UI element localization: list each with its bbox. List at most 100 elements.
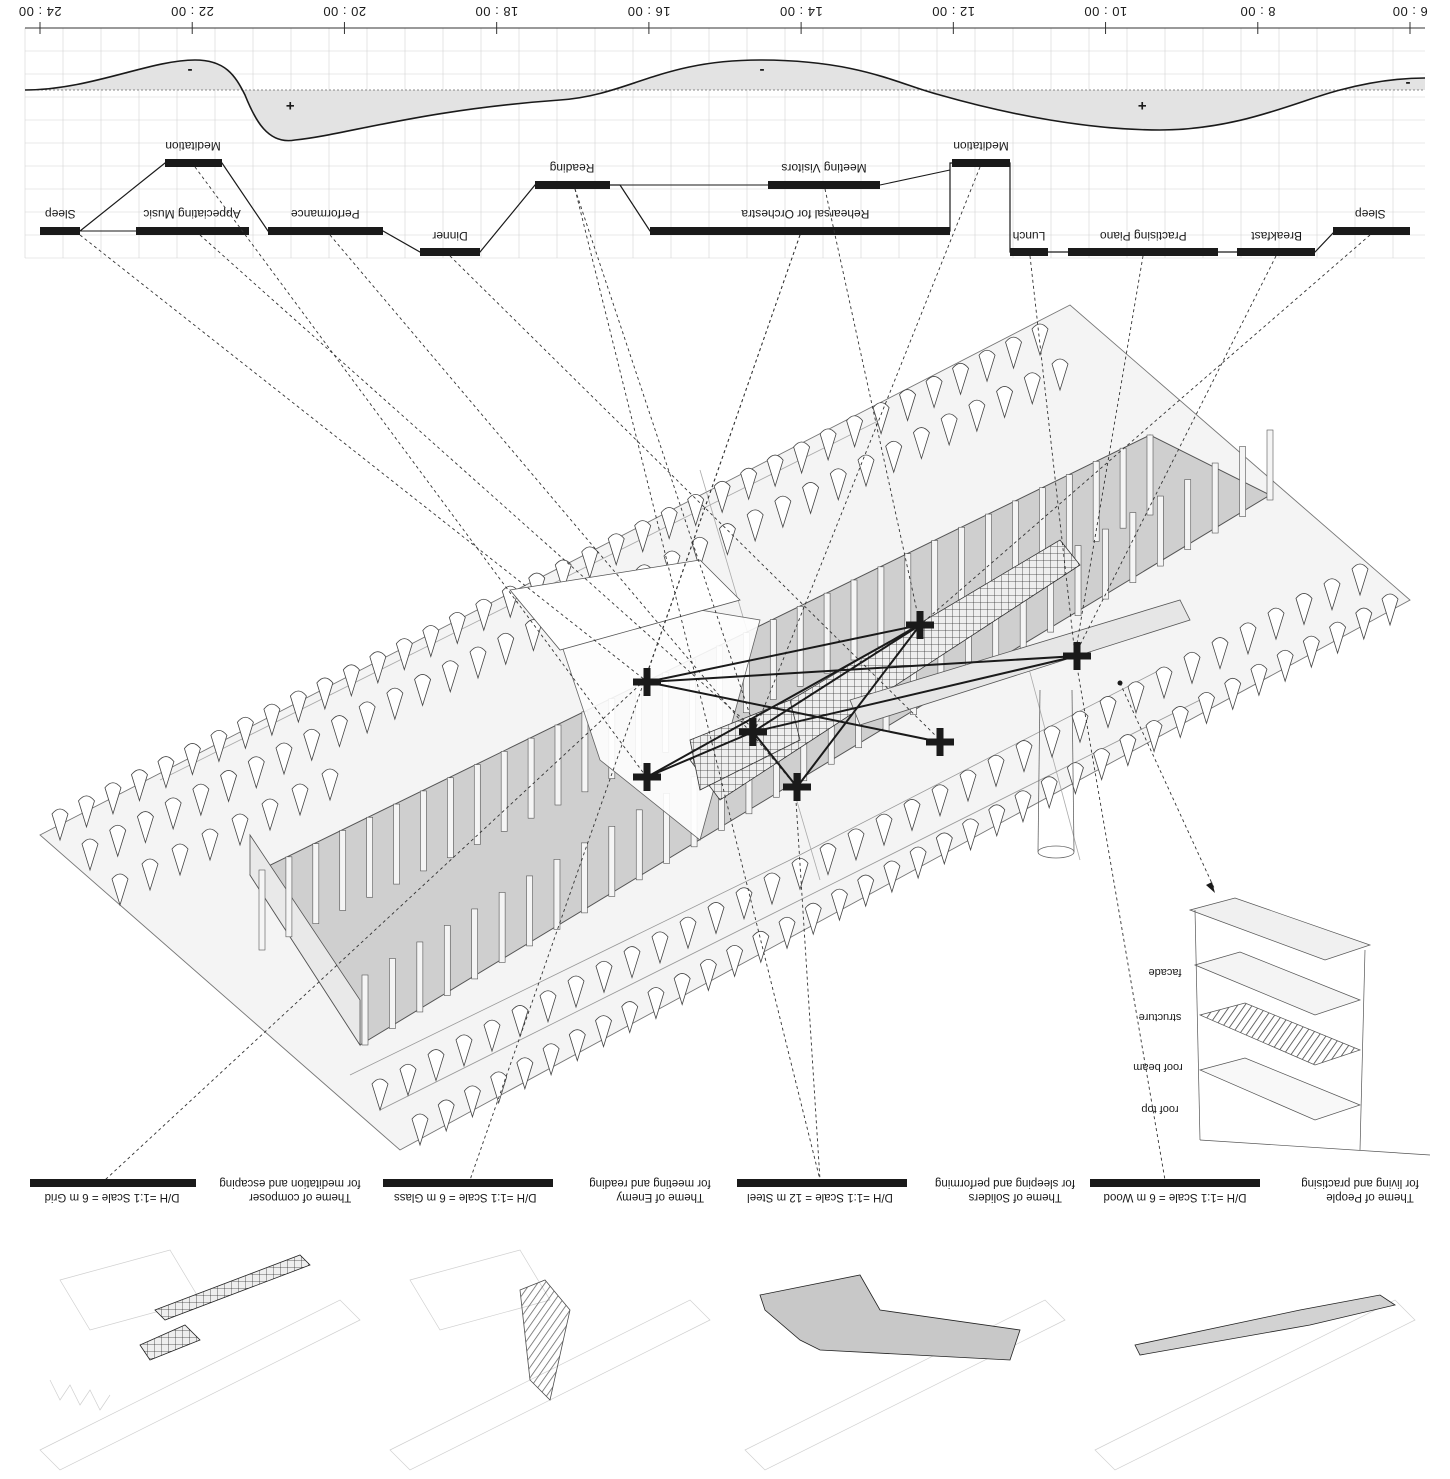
tree-cone bbox=[1093, 748, 1111, 781]
leader-line bbox=[754, 166, 981, 731]
tree-cone bbox=[448, 611, 466, 645]
theme-scale: D/H =1:1 Scale = 6 m Grid bbox=[45, 1191, 180, 1203]
plus-marker-icon bbox=[1063, 642, 1091, 670]
column bbox=[823, 592, 831, 674]
tree-cone bbox=[691, 536, 709, 570]
column bbox=[258, 869, 266, 951]
tree-cone bbox=[1355, 607, 1373, 641]
tree-cone bbox=[1071, 710, 1089, 744]
column bbox=[285, 856, 293, 938]
tree-cone bbox=[427, 1049, 445, 1082]
tree-cone bbox=[1015, 740, 1033, 773]
theme-bar bbox=[737, 1179, 907, 1187]
leader-line bbox=[574, 188, 821, 1181]
tree-cone bbox=[51, 808, 69, 842]
tree-cone bbox=[988, 804, 1006, 838]
plus-marker-icon bbox=[633, 668, 661, 696]
column bbox=[416, 941, 424, 1013]
tree-cone bbox=[542, 1043, 560, 1077]
connection-line bbox=[646, 655, 1078, 683]
tree-cone bbox=[1267, 607, 1285, 641]
tree-cone bbox=[1023, 372, 1041, 406]
activity-label: Appeciating Music bbox=[143, 207, 240, 221]
tree-cone bbox=[437, 1099, 455, 1133]
activity-label: Performance bbox=[291, 207, 360, 221]
tree-cone bbox=[885, 440, 903, 474]
plus-marker-icon bbox=[783, 773, 811, 801]
connection-line bbox=[752, 731, 798, 788]
tree-cone bbox=[316, 677, 334, 711]
layer-label: roof beam bbox=[1133, 1061, 1183, 1073]
tree-cone bbox=[171, 843, 189, 877]
tree-cone bbox=[819, 843, 837, 876]
layer-guide bbox=[1199, 1139, 1431, 1156]
column bbox=[608, 826, 616, 897]
tree-cone bbox=[463, 1085, 481, 1119]
theme-title: Theme of Enemy bbox=[616, 1191, 704, 1203]
tree-rows bbox=[51, 323, 1399, 1147]
tree-cone bbox=[511, 1005, 529, 1038]
column bbox=[443, 925, 451, 996]
tree-cone bbox=[793, 441, 811, 475]
leader-line bbox=[329, 234, 796, 786]
tree-cone bbox=[707, 902, 725, 935]
tree-cone bbox=[399, 1063, 417, 1097]
leader-line bbox=[1074, 255, 1277, 656]
tree-cone bbox=[1329, 621, 1347, 655]
thumb-wood-walkway bbox=[1134, 1294, 1396, 1356]
column bbox=[527, 737, 535, 819]
column bbox=[931, 540, 939, 621]
layer-facade-shape bbox=[1188, 897, 1372, 961]
layer-label: roof top bbox=[1141, 1103, 1178, 1115]
thumb-ghost-building bbox=[1094, 1299, 1416, 1471]
tree-cone bbox=[940, 413, 958, 447]
tree-cone bbox=[740, 467, 758, 501]
tree-cone bbox=[829, 468, 847, 502]
thumb-grid-fork bbox=[139, 1324, 201, 1361]
thumb-steel-volume bbox=[759, 1274, 1021, 1361]
tree-cone bbox=[371, 1078, 389, 1112]
column bbox=[389, 958, 396, 1029]
tree-cone bbox=[883, 860, 901, 894]
hour-label: 20 : 00 bbox=[323, 4, 366, 19]
tree-cone bbox=[358, 701, 376, 735]
hour-label: 6 : 00 bbox=[1392, 4, 1428, 19]
activity-label: Breakfast bbox=[1251, 229, 1302, 243]
plus-marker-icon bbox=[633, 763, 661, 791]
column bbox=[473, 764, 481, 845]
column bbox=[581, 842, 588, 914]
tree-cone bbox=[321, 768, 339, 802]
theme-title: Theme of Soliders bbox=[968, 1191, 1062, 1203]
marker-connections bbox=[646, 624, 1078, 788]
column bbox=[420, 790, 427, 872]
activity-label: Rehearsal for Orchestra bbox=[741, 207, 869, 221]
column bbox=[447, 777, 454, 859]
column bbox=[769, 619, 777, 700]
column bbox=[635, 809, 643, 881]
leader-line bbox=[469, 234, 801, 1181]
theme-bar bbox=[383, 1179, 553, 1187]
layer-roof-shape bbox=[1198, 1057, 1362, 1121]
column bbox=[1266, 429, 1274, 501]
thumb-ghost-building bbox=[389, 1299, 711, 1471]
theme-thumbnail bbox=[1094, 1299, 1416, 1471]
tree-cone bbox=[1224, 677, 1242, 711]
activity-bars: Sleep Meditation Appeciating Music Perfo… bbox=[40, 139, 1410, 256]
column bbox=[1146, 434, 1154, 516]
tree-cone bbox=[766, 454, 784, 488]
column bbox=[366, 816, 373, 898]
tree-cone bbox=[831, 888, 848, 922]
column bbox=[553, 859, 561, 930]
hour-label: 16 : 00 bbox=[627, 4, 670, 19]
activity-label: Sleep bbox=[45, 207, 76, 221]
connection-line bbox=[796, 624, 921, 788]
column bbox=[1092, 461, 1100, 542]
leader-line bbox=[1029, 255, 1076, 656]
tree-cone bbox=[660, 507, 678, 540]
column bbox=[1065, 474, 1073, 555]
tree-cone bbox=[1099, 696, 1117, 729]
layer-guide bbox=[1194, 909, 1201, 1141]
tree-cone bbox=[111, 873, 129, 907]
wood-walkway bbox=[849, 599, 1191, 726]
tree-cone bbox=[568, 1029, 586, 1063]
